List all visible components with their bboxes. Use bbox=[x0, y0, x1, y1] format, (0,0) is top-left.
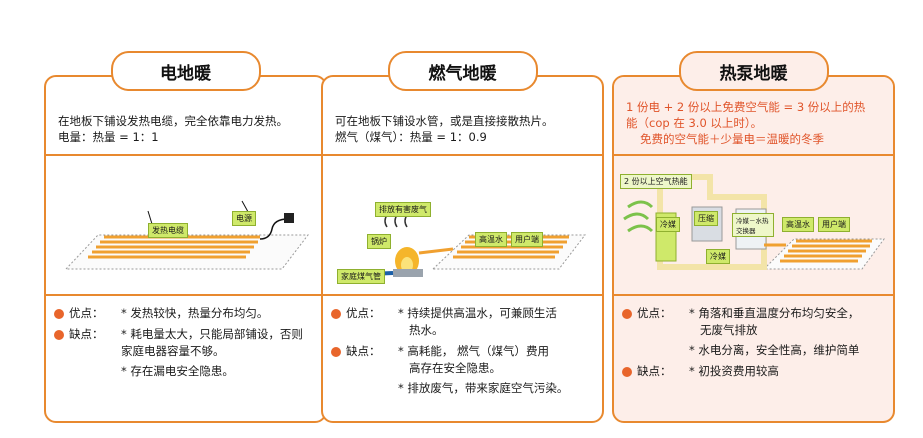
pros-cons: 优点： * 持续提供高温水，可兼顾生活 热水。 缺点： * 高耗能， 燃气（煤气）费… bbox=[331, 305, 594, 397]
desc-line: 能（cop 在 3.0 以上时）。 bbox=[626, 116, 763, 130]
label-exhaust: 排放有害废气 bbox=[375, 202, 431, 217]
panel-gas-floor-heating: 燃气地暖 可在地板下铺设水管，或是直接接散热片。 燃气（煤气）：热量 = 1：0… bbox=[321, 51, 604, 423]
label-user-end: 用户端 bbox=[511, 232, 543, 247]
con-text: * 存在漏电安全隐患。 bbox=[121, 364, 234, 378]
panel-header-band bbox=[46, 77, 325, 156]
pros-cons: 优点： * 发热较快，热量分布均匀。 缺点： * 耗电量太大，只能局部铺设，否则 家… bbox=[54, 305, 317, 380]
panel-electric-floor-heating: 电地暖 在地板下铺设发热电缆，完全依靠电力发热。 电量：热量 = 1：1 发热电… bbox=[44, 51, 327, 423]
divider bbox=[323, 294, 602, 296]
desc-line: 可在地板下铺设水管，或是直接接散热片。 bbox=[335, 114, 554, 128]
bullet-icon bbox=[54, 330, 64, 340]
desc-line: 燃气（煤气）：热量 = 1：0.9 bbox=[335, 130, 487, 144]
pro-text: 无废气排放 bbox=[700, 323, 758, 337]
pro-text: * 发热较快，热量分布均匀。 bbox=[121, 306, 269, 320]
pro-text: 热水。 bbox=[409, 323, 444, 337]
label-refrigerant-bottom: 冷媒 bbox=[706, 249, 730, 264]
pro-text: * 水电分离，安全性高，维护简单 bbox=[689, 343, 860, 357]
panel-title: 燃气地暖 bbox=[387, 51, 538, 91]
label-heat-exchanger: 冷媒－水热交换器 bbox=[732, 213, 774, 237]
plug-icon bbox=[284, 213, 294, 223]
label-heating-cable: 发热电缆 bbox=[148, 223, 188, 238]
panel-description: 可在地板下铺设水管，或是直接接散热片。 燃气（煤气）：热量 = 1：0.9 bbox=[335, 113, 592, 145]
pros-cons: 优点： * 角落和垂直温度分布均匀安全， 无废气排放 * 水电分离，安全性高，维护… bbox=[622, 305, 885, 380]
cons-label: 缺点： bbox=[637, 364, 672, 378]
air-flow-icon bbox=[623, 200, 654, 233]
heat-pump-illustration bbox=[623, 174, 885, 270]
divider bbox=[614, 294, 893, 296]
label-user-end: 用户端 bbox=[818, 217, 850, 232]
desc-line: 电量：热量 = 1：1 bbox=[58, 130, 159, 144]
bullet-icon bbox=[622, 309, 632, 319]
panel-title: 电地暖 bbox=[110, 51, 261, 91]
con-text: * 初投资费用较高 bbox=[689, 364, 779, 378]
con-text: * 高耗能， 燃气（煤气）费用 bbox=[398, 344, 550, 358]
cons-label: 缺点： bbox=[69, 327, 104, 341]
panel-description: 在地板下铺设发热电缆，完全依靠电力发热。 电量：热量 = 1：1 bbox=[58, 113, 315, 145]
label-hot-water: 高温水 bbox=[782, 217, 814, 232]
con-text: * 耗电量太大，只能局部铺设，否则 bbox=[121, 327, 303, 341]
bullet-icon bbox=[54, 309, 64, 319]
pro-text: * 持续提供高温水，可兼顾生活 bbox=[398, 306, 557, 320]
label-gas-pipe: 家庭煤气管 bbox=[337, 269, 385, 284]
cons-label: 缺点： bbox=[346, 344, 381, 358]
panel-heat-pump-floor-heating: 热泵地暖 1 份电 + 2 份以上免费空气能 = 3 份以上的热 能（cop 在… bbox=[612, 51, 895, 423]
desc-line: 免费的空气能＋少量电＝温暖的冬季 bbox=[640, 132, 824, 146]
electric-floor-illustration bbox=[64, 200, 310, 270]
panel-description: 1 份电 + 2 份以上免费空气能 = 3 份以上的热 能（cop 在 3.0 … bbox=[626, 99, 883, 147]
label-refrigerant: 冷媒 bbox=[656, 217, 680, 232]
bullet-icon bbox=[622, 367, 632, 377]
bullet-icon bbox=[331, 347, 341, 357]
pros-label: 优点： bbox=[69, 306, 104, 320]
panel-header-band bbox=[323, 77, 602, 156]
label-power-source: 电源 bbox=[232, 211, 256, 226]
pros-label: 优点： bbox=[346, 306, 381, 320]
label-air-energy: 2 份以上空气热能 bbox=[620, 174, 692, 189]
divider bbox=[46, 294, 325, 296]
con-text: 高存在安全隐患。 bbox=[409, 361, 501, 375]
label-boiler: 锅炉 bbox=[367, 234, 391, 249]
label-hot-water: 高温水 bbox=[475, 232, 507, 247]
desc-line: 1 份电 + 2 份以上免费空气能 = 3 份以上的热 bbox=[626, 100, 866, 114]
panel-title: 热泵地暖 bbox=[678, 51, 829, 91]
desc-line: 在地板下铺设发热电缆，完全依靠电力发热。 bbox=[58, 114, 288, 128]
bullet-icon bbox=[331, 309, 341, 319]
con-text: 家庭电器容量不够。 bbox=[121, 344, 225, 358]
pros-label: 优点： bbox=[637, 306, 672, 320]
pro-text: * 角落和垂直温度分布均匀安全， bbox=[689, 306, 860, 320]
con-text: * 排放废气，带来家庭空气污染。 bbox=[398, 381, 569, 395]
label-compressor: 压缩 bbox=[694, 211, 718, 226]
